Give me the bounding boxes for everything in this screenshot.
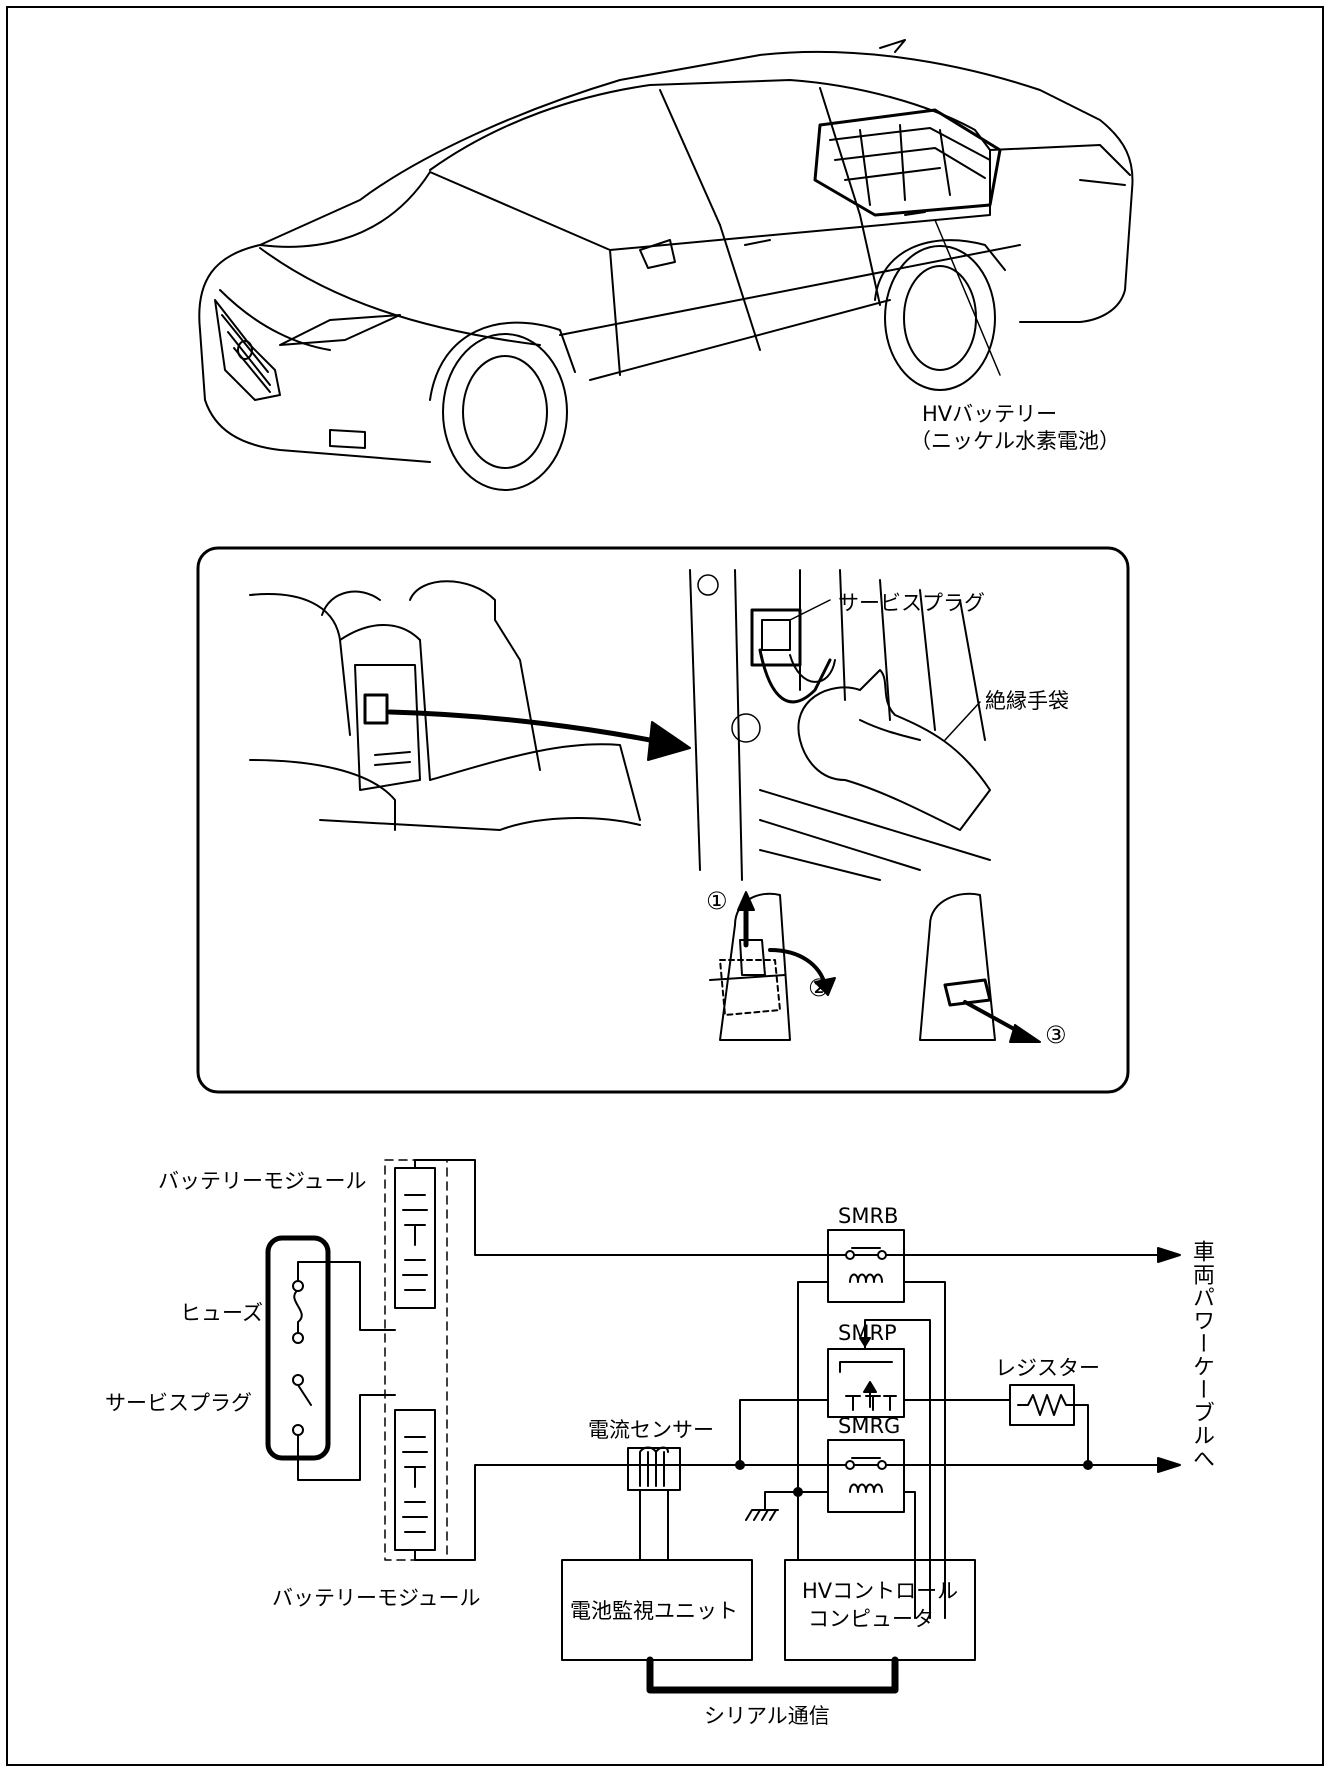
current-sensor-label: 電流センサー: [588, 1418, 714, 1442]
smrb-label: SMRB: [838, 1204, 899, 1228]
serial-communication-label: シリアル通信: [704, 1704, 830, 1728]
car-illustration: [198, 39, 1134, 491]
battery-monitor-label: 電池監視ユニット: [570, 1599, 738, 1623]
step-2-marker: ②: [808, 974, 830, 1002]
to-vehicle-power-cable-label: 車両パワーケーブルへ: [1189, 1240, 1214, 1470]
service-plug-callout: サービスプラグ: [838, 591, 985, 615]
fuse-label: ヒューズ: [180, 1301, 263, 1325]
hv-battery-label: HVバッテリー: [922, 402, 1058, 426]
current-sensor: [627, 1447, 681, 1491]
smrg-label: SMRG: [838, 1414, 901, 1438]
battery-module-bottom-label: バッテリーモジュール: [272, 1586, 481, 1610]
hv-control-label-2: コンピュータ: [808, 1607, 934, 1631]
smrp-label: SMRP: [838, 1321, 897, 1345]
step-3-marker: ③: [1045, 1021, 1067, 1049]
rear-seat-illustration: [249, 580, 691, 831]
service-plug-label: サービスプラグ: [105, 1391, 252, 1415]
smrg-relay: [827, 1439, 905, 1513]
circuit-diagram: [265, 1159, 1181, 1694]
hv-battery-sublabel: （ニッケル水素電池）: [910, 429, 1120, 453]
resistor-label: レジスター: [995, 1356, 1100, 1380]
battery-module-top-label: バッテリーモジュール: [158, 1169, 367, 1193]
plug-removal-steps: [709, 891, 1041, 1043]
service-plug-closeup: [689, 569, 991, 881]
battery-monitor-unit: [561, 1559, 753, 1661]
hv-control-computer: [784, 1559, 976, 1661]
insulated-gloves-callout: 絶縁手袋: [985, 689, 1069, 713]
service-plug-detail-box: [196, 546, 1130, 1094]
smrb-relay: [827, 1229, 905, 1303]
smrp-relay: [827, 1348, 905, 1418]
hv-control-label-1: HVコントロール: [802, 1579, 959, 1603]
step-1-marker: ①: [706, 887, 728, 915]
